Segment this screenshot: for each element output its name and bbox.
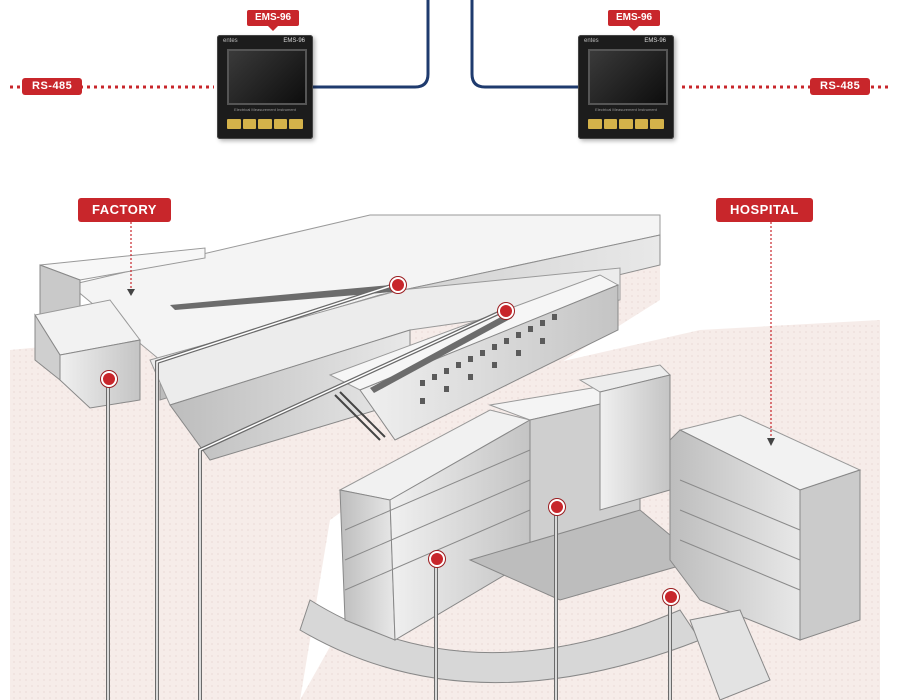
meter-brand: entes <box>584 38 599 44</box>
meter-screen <box>227 49 307 105</box>
ems-meter-right[interactable]: entes EMS-96 Electrical Measurement Inst… <box>578 35 674 139</box>
measurement-point-factory-3[interactable] <box>498 303 514 319</box>
ems-label-right: EMS-96 <box>608 10 661 31</box>
cable-right <box>470 0 578 89</box>
measurement-point-factory-2[interactable] <box>390 277 406 293</box>
meter-subtitle: Electrical Measurement Instrument <box>234 107 296 112</box>
meter-brand: entes <box>223 38 238 44</box>
measurement-point-hospital-1[interactable] <box>429 551 445 567</box>
rs485-label-right: RS-485 <box>810 78 871 95</box>
measurement-point-factory-1[interactable] <box>101 371 117 387</box>
hospital-building <box>299 364 862 700</box>
meter-model: EMS-96 <box>283 38 305 44</box>
meter-keypad <box>227 119 303 129</box>
rs485-label-left: RS-485 <box>22 78 83 95</box>
factory-label: FACTORY <box>78 198 171 222</box>
measurement-point-hospital-3[interactable] <box>663 589 679 605</box>
meter-subtitle: Electrical Measurement Instrument <box>595 107 657 112</box>
cable-left <box>312 0 430 89</box>
ems-label-left: EMS-96 <box>247 10 300 31</box>
ems-meter-left[interactable]: entes EMS-96 Electrical Measurement Inst… <box>217 35 313 139</box>
meter-keypad <box>588 119 664 129</box>
meter-screen <box>588 49 668 105</box>
factory-building <box>34 214 661 461</box>
measurement-point-hospital-2[interactable] <box>549 499 565 515</box>
meter-model: EMS-96 <box>644 38 666 44</box>
hospital-label: HOSPITAL <box>716 198 813 222</box>
